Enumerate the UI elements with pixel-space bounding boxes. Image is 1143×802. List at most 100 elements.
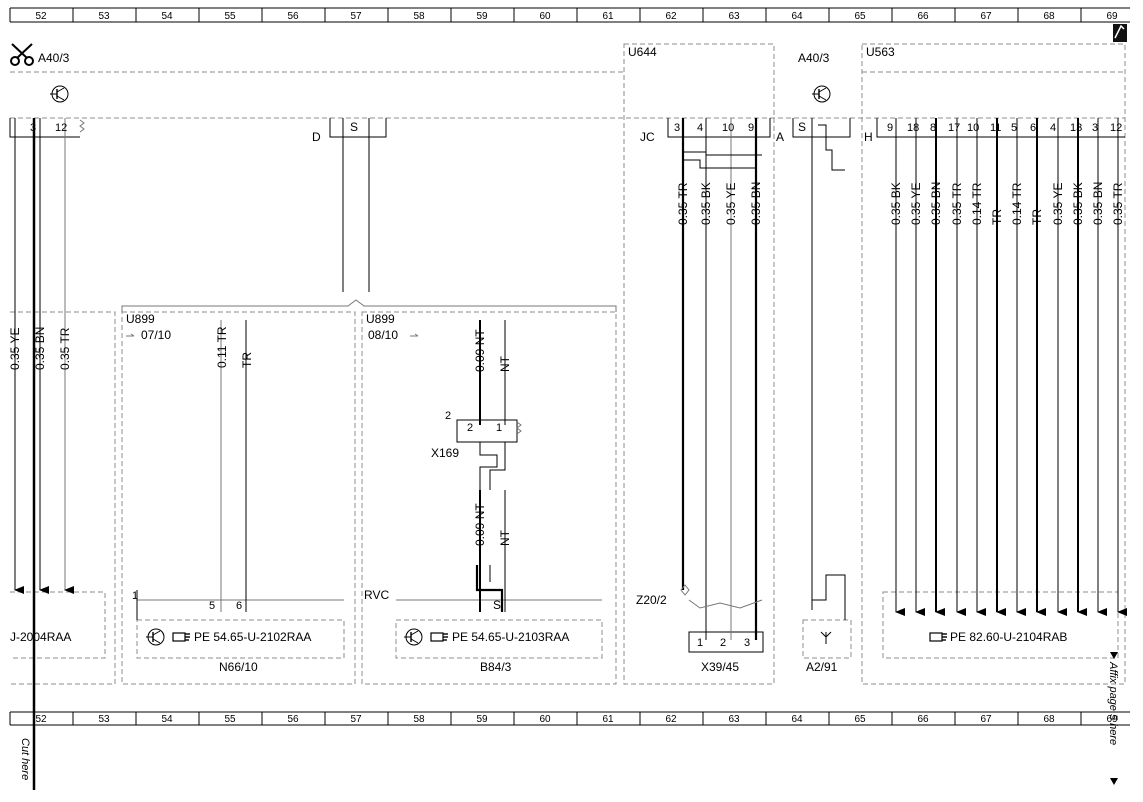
component-u899-a-page: 07/10 [141, 328, 171, 342]
wire-label: 0.35 TR [1111, 182, 1125, 225]
n66-ref-box [136, 619, 345, 659]
pointing-hand-icon [172, 632, 191, 642]
reference-b84: PE 54.65-U-2103RAA [452, 630, 569, 644]
column-number: 60 [539, 714, 551, 725]
pin-u563: 6 [1030, 122, 1036, 134]
wire-label: 0.35 YE [909, 183, 923, 225]
wire-label: 0.35 TR [58, 327, 72, 370]
column-number: 67 [980, 11, 992, 22]
component-x39-45: X39/45 [701, 660, 739, 674]
pin-x39: 2 [720, 637, 726, 649]
column-number: 66 [917, 11, 929, 22]
page-corner-icon [1113, 24, 1127, 42]
column-number: 63 [728, 11, 740, 22]
arrow-icon [126, 333, 135, 337]
column-number: 68 [1043, 714, 1055, 725]
column-number: 54 [161, 11, 173, 22]
pin-a40_left: 12 [55, 122, 67, 134]
wire-label: 0.35 BK [699, 182, 713, 225]
pin-u563: 5 [1011, 122, 1017, 134]
wire-label: 0.35 TR [676, 182, 690, 225]
pin-n66: 1 [132, 590, 138, 602]
wire-label: 0.35 BN [929, 182, 943, 225]
wire-label: 0.11 TR [215, 326, 229, 368]
column-number: 53 [98, 714, 110, 725]
pin-u644: 10 [722, 122, 734, 134]
pin-u563: 8 [930, 122, 936, 134]
wire-label: NT [498, 529, 512, 546]
wire-label: TR [240, 352, 254, 368]
pin-u563: 12 [1110, 122, 1122, 134]
column-number: 53 [98, 11, 110, 22]
component-a40-3-left: A40/3 [38, 51, 70, 65]
column-number: 66 [917, 714, 929, 725]
component-x169: X169 [431, 446, 459, 460]
left-ref-box [10, 591, 106, 659]
wire-label: 0.35 BN [33, 327, 47, 370]
pin-u563: 18 [907, 122, 919, 134]
pointing-hand-icon [929, 632, 948, 642]
column-number: 56 [287, 714, 299, 725]
wire-label: 0.09 NT [473, 503, 487, 546]
column-number: 61 [602, 714, 614, 725]
pin-a40_left: 3 [30, 122, 36, 134]
column-number: 57 [350, 11, 362, 22]
connector-a40-left [9, 118, 85, 138]
pin-u644: 3 [674, 122, 680, 134]
wire-label: 0.35 BK [1071, 182, 1085, 225]
pin-u644: 9 [748, 122, 754, 134]
wire-label: 0.35 TR [950, 182, 964, 225]
column-number: 59 [476, 11, 488, 22]
pin-x169: 1 [496, 422, 502, 434]
u899b-box [361, 311, 617, 685]
b84-ref-box [395, 619, 603, 659]
wire-label: 0.09 NT [473, 329, 487, 372]
column-number: 58 [413, 11, 425, 22]
pin-x39: 3 [744, 637, 750, 649]
wire-label: 0.35 YE [724, 183, 738, 225]
column-number: 52 [35, 714, 47, 725]
component-a2-91: A2/91 [806, 660, 838, 674]
component-b84-3: B84/3 [480, 660, 512, 674]
connector-a40-right [792, 118, 851, 138]
pin-u563: 13 [1070, 122, 1082, 134]
pin-u563: 10 [967, 122, 979, 134]
arrow-icon [1110, 778, 1118, 785]
arrow-icon [1110, 652, 1118, 659]
component-rvc: RVC [364, 588, 389, 602]
pin-n66: 5 [209, 600, 215, 612]
wire-label: 0.35 YE [1051, 183, 1065, 225]
transistor-icon [811, 85, 831, 103]
pin-u644: 4 [697, 122, 703, 134]
component-n66-10: N66/10 [219, 660, 258, 674]
component-u563: U563 [866, 45, 895, 59]
column-number: 62 [665, 714, 677, 725]
pin-u563: 11 [990, 122, 1001, 134]
wire-label: NT [498, 355, 512, 372]
component-s-top: S [350, 120, 358, 134]
component-a40-3-right: A40/3 [798, 51, 830, 65]
u899a-box [121, 311, 356, 685]
pin-u563: 3 [1092, 122, 1098, 134]
connector-d-s [329, 118, 387, 138]
column-number: 63 [728, 714, 740, 725]
pin-u563: 17 [948, 122, 960, 134]
column-number: 59 [476, 714, 488, 725]
transistor-icon [403, 628, 423, 646]
column-number: 55 [224, 11, 236, 22]
component-z20-2: Z20/2 [636, 593, 667, 607]
pin-u563: 4 [1050, 122, 1056, 134]
u644-box [623, 43, 775, 685]
component-u899-a: U899 [126, 312, 155, 326]
component-a: A [776, 130, 784, 144]
left-box [10, 311, 116, 685]
reference-left-partial: J-2004RAA [10, 630, 71, 644]
transistor-icon [145, 628, 165, 646]
wire-label: TR [990, 209, 1004, 225]
u563-box [861, 43, 1126, 685]
wire-label: 0.35 BK [889, 182, 903, 225]
pin-x39: 1 [697, 637, 703, 649]
component-u644: U644 [628, 45, 657, 59]
